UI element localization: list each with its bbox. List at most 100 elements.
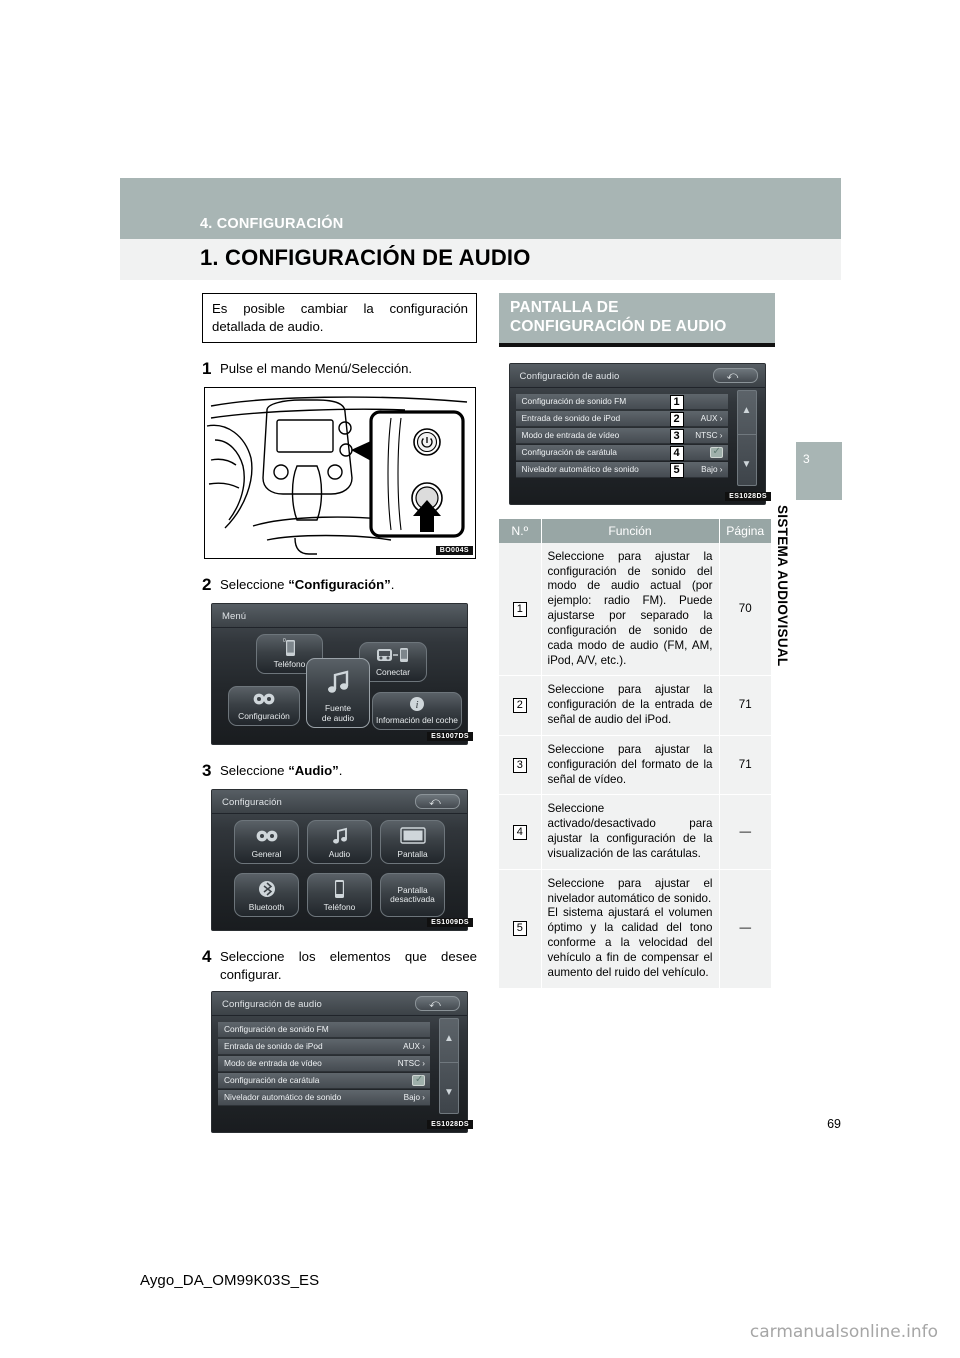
- config-tile-general[interactable]: General: [234, 820, 299, 865]
- right-column: PANTALLA DE CONFIGURACIÓN DE AUDIO Confi…: [499, 293, 775, 989]
- figure-car-dashboard: BO004S: [202, 386, 477, 559]
- menu-tile-configuracion-label: Configuración: [238, 710, 290, 721]
- table-cell-num: 5: [499, 869, 542, 989]
- figure-menu-screen: Menú 0 Teléfono Conectar: [202, 603, 477, 746]
- config-tile-pantalla-desactivada[interactable]: Pantalla desactivada: [380, 873, 445, 918]
- audio-row-video[interactable]: Modo de entrada de vídeo NTSC ›: [218, 1055, 430, 1072]
- config-tile-telefono[interactable]: Teléfono: [307, 873, 372, 918]
- step-2-bold: “Configuración”: [288, 576, 391, 592]
- page-title-bar: 1. CONFIGURACIÓN DE AUDIO: [120, 239, 841, 280]
- callout-badge-5: 5: [669, 462, 684, 478]
- function-table: N.º Función Página 1 Seleccione para aju…: [499, 518, 771, 989]
- audio-row-caratula[interactable]: Configuración de carátula: [515, 444, 728, 461]
- menu-screen-title: Menú: [222, 611, 247, 623]
- step-3-post: .: [338, 763, 343, 779]
- section-heading: PANTALLA DE CONFIGURACIÓN DE AUDIO: [499, 293, 775, 347]
- chapter-label: 4. CONFIGURACIÓN: [200, 216, 344, 232]
- audio-row-caratula[interactable]: Configuración de carátula: [218, 1072, 430, 1089]
- step-1: 1 Pulse el mando Menú/Selección.: [202, 358, 477, 379]
- bluetooth-icon: [257, 874, 277, 903]
- config-tile-pantalla-desactivada-label: Pantalla desactivada: [390, 884, 435, 905]
- figure-code-audio-right: ES1028DS: [725, 491, 771, 501]
- audio-row-fm[interactable]: Configuración de sonido FM: [218, 1021, 430, 1038]
- audio-setup-screen-right: Configuración de audio ⤺ Configuración d…: [508, 362, 766, 505]
- table-header-num: N.º: [499, 518, 542, 543]
- menu-tile-configuracion[interactable]: Configuración: [228, 686, 300, 727]
- back-button[interactable]: ⤺: [415, 995, 460, 1011]
- page-title: 1. CONFIGURACIÓN DE AUDIO: [200, 245, 531, 270]
- figure-audio-setup-screen-right: Configuración de audio ⤺ Configuración d…: [499, 362, 775, 505]
- step-2-number: 2: [202, 574, 212, 594]
- table-cell-function: Seleccione para ajustar la configuración…: [541, 542, 720, 677]
- table-cell-num: 1: [499, 542, 542, 677]
- table-cell-num: 2: [499, 675, 542, 736]
- menu-tile-conectar[interactable]: Conectar: [359, 642, 427, 683]
- audio-row-ipod-value: AUX ›: [403, 1041, 425, 1051]
- config-tile-bluetooth[interactable]: Bluetooth: [234, 873, 299, 918]
- table-cell-function: Seleccione para ajustar el nivelador aut…: [541, 869, 720, 989]
- audio-row-nivelador[interactable]: Nivelador automático de sonido Bajo ›: [515, 461, 728, 478]
- menu-tile-fuente-label: Fuente de audio: [321, 703, 355, 723]
- callout-badge-3: 3: [669, 428, 684, 444]
- menu-tile-info-label: Información del coche: [376, 714, 458, 725]
- menu-tile-fuente-de-audio[interactable]: Fuente de audio: [306, 658, 370, 729]
- audio-row-video-label: Modo de entrada de vídeo: [521, 430, 620, 441]
- audio-row-ipod[interactable]: Entrada de sonido de iPod AUX ›: [515, 410, 728, 427]
- car-dashboard-illustration: [203, 386, 476, 559]
- back-button[interactable]: ⤺: [415, 794, 460, 810]
- step-4: 4 Seleccione los elementos que desee con…: [202, 946, 477, 982]
- menu-tile-informacion-del-coche[interactable]: i Información del coche: [372, 692, 462, 731]
- scroll-down-icon[interactable]: ▼: [741, 458, 752, 470]
- scroll-down-icon[interactable]: ▼: [444, 1086, 454, 1098]
- table-header-row: N.º Función Página: [499, 518, 771, 543]
- svg-text:i: i: [415, 699, 418, 711]
- audio-row-nivelador[interactable]: Nivelador automático de sonido Bajo ›: [218, 1089, 430, 1106]
- audio-row-ipod-label: Entrada de sonido de iPod: [521, 413, 621, 424]
- step-4-text: Seleccione los elementos que desee confi…: [220, 949, 477, 982]
- audio-row-fm-label: Configuración de sonido FM: [521, 396, 627, 407]
- step-2-pre: Seleccione: [220, 576, 289, 592]
- table-header-page: Página: [719, 518, 771, 543]
- table-row: 2 Seleccione para ajustar la configuraci…: [499, 675, 771, 736]
- back-button[interactable]: ⤺: [712, 367, 758, 383]
- figure-code-car: BO004S: [435, 545, 473, 555]
- audio-row-ipod-value: AUX ›: [700, 413, 723, 423]
- menu-screen: Menú 0 Teléfono Conectar: [211, 603, 468, 746]
- scroll-up-icon[interactable]: ▲: [444, 1032, 454, 1044]
- checkbox-icon[interactable]: [709, 446, 723, 458]
- audio-row-ipod[interactable]: Entrada de sonido de iPod AUX ›: [218, 1038, 430, 1055]
- side-tab-number-box: 3: [796, 442, 842, 500]
- config-tile-audio[interactable]: Audio: [307, 820, 372, 865]
- car-dashboard-svg: [206, 396, 467, 555]
- step-2-text: Seleccione “Configuración”.: [220, 574, 477, 595]
- config-screen: Configuración ⤺ General Audio: [211, 789, 468, 932]
- table-row: 1 Seleccione para ajustar la configuraci…: [499, 542, 771, 677]
- step-4-number: 4: [202, 947, 212, 967]
- audio-screen-title: Configuración de audio: [519, 370, 620, 382]
- audio-row-video[interactable]: Modo de entrada de vídeo NTSC ›: [515, 427, 728, 444]
- gears-icon: [254, 821, 280, 850]
- left-column: Es posible cambiar la configuración deta…: [202, 293, 477, 1133]
- step-2-post: .: [390, 576, 395, 592]
- step-3: 3 Seleccione “Audio”.: [202, 760, 477, 781]
- checkbox-icon[interactable]: [412, 1074, 425, 1086]
- watermark: carmanualsonline.info: [749, 1322, 938, 1342]
- scrollbar[interactable]: ▲ ▼: [736, 389, 757, 486]
- table-row: 4 Seleccione activado/desactivado para a…: [499, 794, 771, 870]
- scrollbar[interactable]: ▲ ▼: [439, 1017, 459, 1114]
- audio-row-nivelador-label: Nivelador automático de sonido: [224, 1092, 342, 1103]
- audio-row-ipod-label: Entrada de sonido de iPod: [224, 1041, 323, 1052]
- audio-row-nivelador-value: Bajo ›: [403, 1092, 425, 1102]
- table-cell-function: Seleccione activado/desactivado para aju…: [541, 794, 720, 870]
- table-cell-page: 71: [719, 675, 771, 736]
- info-icon: i: [409, 693, 425, 716]
- config-tile-pantalla[interactable]: Pantalla: [380, 820, 445, 865]
- display-icon: [399, 821, 426, 850]
- scroll-up-icon[interactable]: ▲: [741, 404, 752, 416]
- phone-icon: [333, 874, 346, 903]
- audio-row-fm[interactable]: Configuración de sonido FM: [515, 393, 728, 410]
- boxed-number: 3: [512, 757, 527, 773]
- scrollbar-divider: [440, 1061, 458, 1063]
- config-tile-bluetooth-label: Bluetooth: [248, 901, 285, 912]
